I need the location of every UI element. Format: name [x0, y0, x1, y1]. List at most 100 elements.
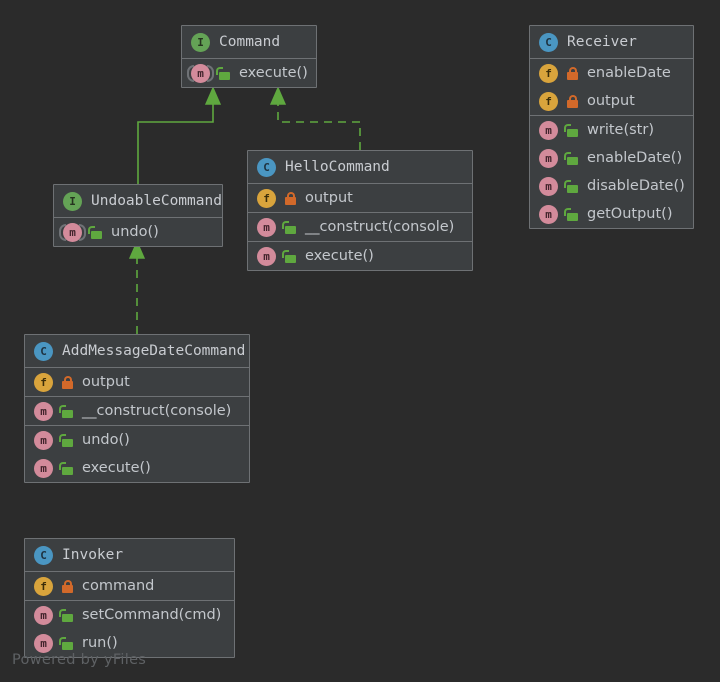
class-title: Receiver — [567, 34, 637, 50]
open-padlock-icon — [564, 151, 578, 165]
edge-undoablecommand-extends-command — [137, 86, 222, 184]
open-padlock-icon — [282, 249, 296, 263]
member-row-execute[interactable]: m execute() — [182, 59, 316, 87]
class-section: m setCommand(cmd) m run() — [25, 601, 234, 657]
interface-badge-icon: I — [63, 191, 82, 211]
method-badge-icon: m — [257, 246, 276, 266]
field-badge-icon: f — [34, 576, 53, 596]
member-label: __construct(console) — [82, 403, 232, 419]
member-row--construct-console[interactable]: m __construct(console) — [25, 397, 249, 425]
field-badge-wrapper: f — [539, 91, 567, 111]
member-row-output[interactable]: f output — [530, 87, 693, 115]
field-badge-icon: f — [34, 372, 53, 392]
open-padlock-icon — [59, 461, 73, 475]
method-badge-wrapper: m — [539, 120, 567, 140]
class-header-undoablecommand[interactable]: I UndoableCommand — [54, 185, 222, 218]
open-padlock-icon — [564, 123, 578, 137]
member-label: enableDate() — [587, 150, 683, 166]
method-badge-icon: m — [34, 430, 53, 450]
open-padlock-icon — [59, 404, 73, 418]
field-badge-icon: f — [539, 91, 558, 111]
interface-badge-icon: I — [191, 32, 210, 52]
yfiles-watermark: Powered by yFiles — [12, 652, 147, 668]
class-badge-wrapper: C — [34, 545, 62, 565]
closed-padlock-icon — [567, 94, 578, 108]
member-row-getoutput[interactable]: m getOutput() — [530, 200, 693, 228]
member-label: output — [587, 93, 635, 109]
uml-class-command[interactable]: I Command m execute() — [181, 25, 317, 88]
class-badge-wrapper: C — [539, 32, 567, 52]
member-label: run() — [82, 635, 118, 651]
member-row-write-str[interactable]: m write(str) — [530, 116, 693, 144]
member-label: execute() — [82, 460, 151, 476]
member-label: execute() — [305, 248, 374, 264]
member-label: setCommand(cmd) — [82, 607, 222, 623]
member-row-enabledate[interactable]: m enableDate() — [530, 144, 693, 172]
class-title: HelloCommand — [285, 159, 390, 175]
method-badge-wrapper: m — [34, 605, 62, 625]
member-row-setcommand-cmd[interactable]: m setCommand(cmd) — [25, 601, 234, 629]
class-badge-wrapper: C — [34, 341, 62, 361]
member-label: getOutput() — [587, 206, 673, 222]
open-padlock-icon — [282, 220, 296, 234]
method-badge-wrapper: m — [34, 458, 62, 478]
field-badge-icon: f — [257, 188, 276, 208]
method-badge-wrapper: m — [34, 430, 62, 450]
uml-class-undoablecommand[interactable]: I UndoableCommand m undo() — [53, 184, 223, 247]
class-title: AddMessageDateCommand — [62, 343, 246, 359]
member-label: write(str) — [587, 122, 654, 138]
method-badge-icon: m — [34, 633, 53, 653]
method-badge-wrapper: m — [539, 148, 567, 168]
edge-addmessagedatecommand-implements-undoablecommand — [128, 240, 146, 334]
method-badge-icon: m — [63, 222, 82, 242]
class-title: UndoableCommand — [91, 193, 222, 209]
member-label: disableDate() — [587, 178, 685, 194]
class-header-command[interactable]: I Command — [182, 26, 316, 59]
class-title: Command — [219, 34, 281, 50]
class-badge-icon: C — [34, 545, 53, 565]
closed-padlock-icon — [567, 66, 578, 80]
member-label: execute() — [239, 65, 308, 81]
method-badge-icon: m — [539, 204, 558, 224]
closed-padlock-icon — [62, 375, 73, 389]
class-badge-wrapper: C — [257, 157, 285, 177]
edge-hellocommand-implements-command — [269, 86, 361, 150]
member-row-run[interactable]: m run() — [25, 629, 234, 657]
member-row-execute[interactable]: m execute() — [248, 242, 472, 270]
member-row-undo[interactable]: m undo() — [54, 218, 222, 246]
member-row--construct-console[interactable]: m __construct(console) — [248, 213, 472, 241]
open-padlock-icon — [88, 225, 102, 239]
member-row-execute[interactable]: m execute() — [25, 454, 249, 482]
open-padlock-icon — [59, 608, 73, 622]
member-label: __construct(console) — [305, 219, 455, 235]
member-label: undo() — [111, 224, 159, 240]
method-badge-wrapper: m — [34, 401, 62, 421]
method-badge-icon: m — [257, 217, 276, 237]
method-badge-wrapper: m — [257, 217, 285, 237]
method-badge-icon: m — [34, 605, 53, 625]
method-badge-wrapper: m — [187, 63, 219, 83]
open-padlock-icon — [59, 433, 73, 447]
method-badge-icon: m — [191, 63, 210, 83]
method-badge-wrapper: m — [257, 246, 285, 266]
method-badge-icon: m — [539, 148, 558, 168]
